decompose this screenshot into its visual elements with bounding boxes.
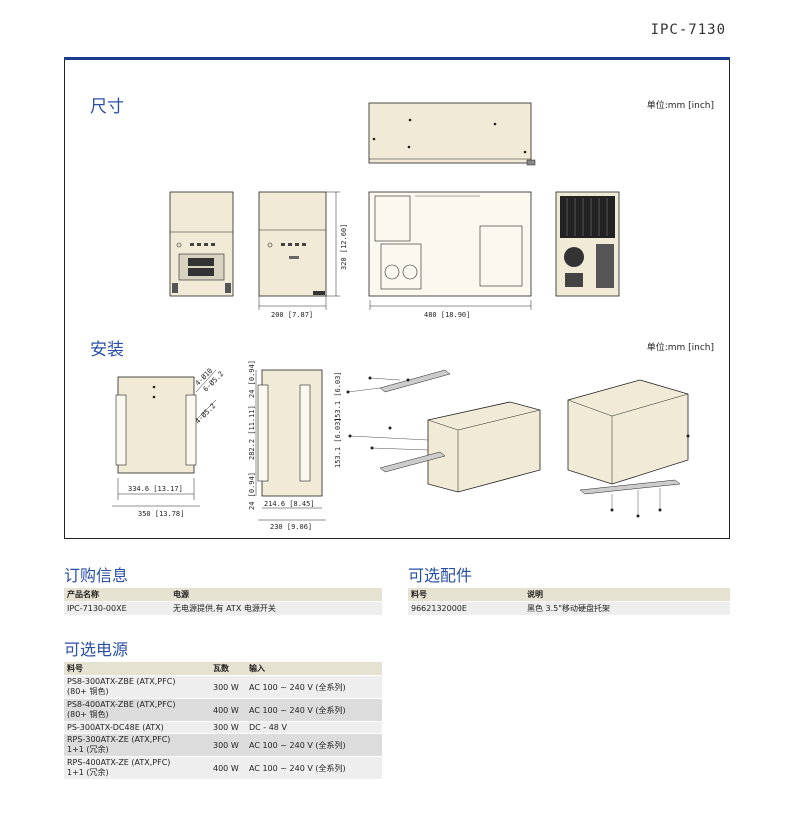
- top-view-drawing: [368, 102, 536, 166]
- power-watt-cell: 300 W: [210, 675, 246, 699]
- dimensions-heading: 尺寸: [90, 97, 124, 117]
- ordering-col-power: 电源: [170, 588, 382, 602]
- power-col-input: 输入: [246, 662, 382, 676]
- power-input-cell: AC 100 ~ 240 V (全系列): [246, 756, 382, 780]
- dim-230: 230 [9.06]: [270, 523, 312, 531]
- power-table: 料号瓦数输入 PS8-300ATX-ZBE (ATX,PFC)(80+ 铜色)3…: [64, 662, 382, 780]
- accessories-cell: 9662132000E: [408, 601, 524, 616]
- power-input-cell: DC - 48 V: [246, 721, 382, 734]
- ordering-heading: 订购信息: [64, 566, 129, 585]
- power-part-cell: PS8-400ATX-ZBE (ATX,PFC)(80+ 铜色): [64, 698, 210, 722]
- dim-350: 350 [13.78]: [138, 510, 184, 518]
- dim-24-bottom: 24 [0.94]: [248, 472, 256, 510]
- power-part-cell: PS-300ATX-DC48E (ATX): [64, 721, 210, 734]
- dim-width: 200 [7.87]: [271, 311, 313, 319]
- mounting-front-drawing: 334.6 [13.17] 350 [13.78] 4-Ø10 6-Ø5.2 4…: [112, 367, 225, 518]
- accessories-col-part: 料号: [408, 588, 524, 602]
- dim-depth: 480 [18.90]: [424, 311, 470, 319]
- accessories-col-desc: 说明: [524, 588, 730, 602]
- dimensions-unit: 单位:mm [inch]: [646, 101, 714, 111]
- dim-214-6: 214.6 [8.45]: [264, 500, 315, 508]
- dim-334-6: 334.6 [13.17]: [128, 485, 183, 493]
- power-part-cell: RPS-400ATX-ZE (ATX,PFC)1+1 (冗余): [64, 756, 210, 780]
- power-heading: 可选电源: [64, 640, 129, 659]
- power-col-part: 料号: [64, 662, 210, 676]
- ordering-cell: 无电源提供,有 ATX 电源开关: [170, 601, 382, 616]
- installed-view-drawing: [567, 379, 690, 518]
- dim-153-1-top: 153.1 [6.03]: [334, 371, 342, 422]
- ordering-col-name: 产品名称: [64, 588, 170, 602]
- ordering-cell: IPC-7130-00XE: [64, 601, 170, 616]
- back-panel-drawing: [555, 191, 620, 297]
- dim-153-1-bottom: 153.1 [6.03]: [334, 417, 342, 468]
- installation-heading: 安装: [90, 340, 124, 360]
- mounting-side-drawing: 24 [0.94] 282.2 [11.11] 24 [0.94] 153.1 …: [248, 360, 342, 531]
- power-part-cell: RPS-300ATX-ZE (ATX,PFC)1+1 (冗余): [64, 733, 210, 757]
- callout-4-phi-5-2: 4-Ø5.2: [194, 402, 218, 426]
- drawings-frame: [64, 60, 730, 539]
- model-number: IPC-7130: [650, 22, 726, 38]
- rear-view-drawing: 480 [18.90]: [368, 191, 532, 319]
- dim-24-top: 24 [0.94]: [248, 360, 256, 398]
- side-view-drawing: 200 [7.87] 320 [12.60]: [258, 191, 348, 319]
- dim-height: 320 [12.60]: [340, 224, 348, 270]
- power-col-watt: 瓦数: [210, 662, 246, 676]
- power-watt-cell: 400 W: [210, 756, 246, 780]
- dim-282-2: 282.2 [11.11]: [248, 405, 256, 460]
- power-input-cell: AC 100 ~ 240 V (全系列): [246, 675, 382, 699]
- header-rule: [64, 57, 730, 60]
- power-watt-cell: 300 W: [210, 733, 246, 757]
- power-input-cell: AC 100 ~ 240 V (全系列): [246, 698, 382, 722]
- power-watt-cell: 400 W: [210, 698, 246, 722]
- power-watt-cell: 300 W: [210, 721, 246, 734]
- power-input-cell: AC 100 ~ 240 V (全系列): [246, 733, 382, 757]
- accessories-cell: 黑色 3.5"移动硬盘托架: [524, 601, 730, 616]
- power-part-cell: PS8-300ATX-ZBE (ATX,PFC)(80+ 铜色): [64, 675, 210, 699]
- front-view-drawing: [169, 191, 234, 297]
- installation-unit: 单位:mm [inch]: [646, 343, 714, 353]
- accessories-heading: 可选配件: [408, 566, 473, 585]
- exploded-install-drawing: [346, 369, 541, 493]
